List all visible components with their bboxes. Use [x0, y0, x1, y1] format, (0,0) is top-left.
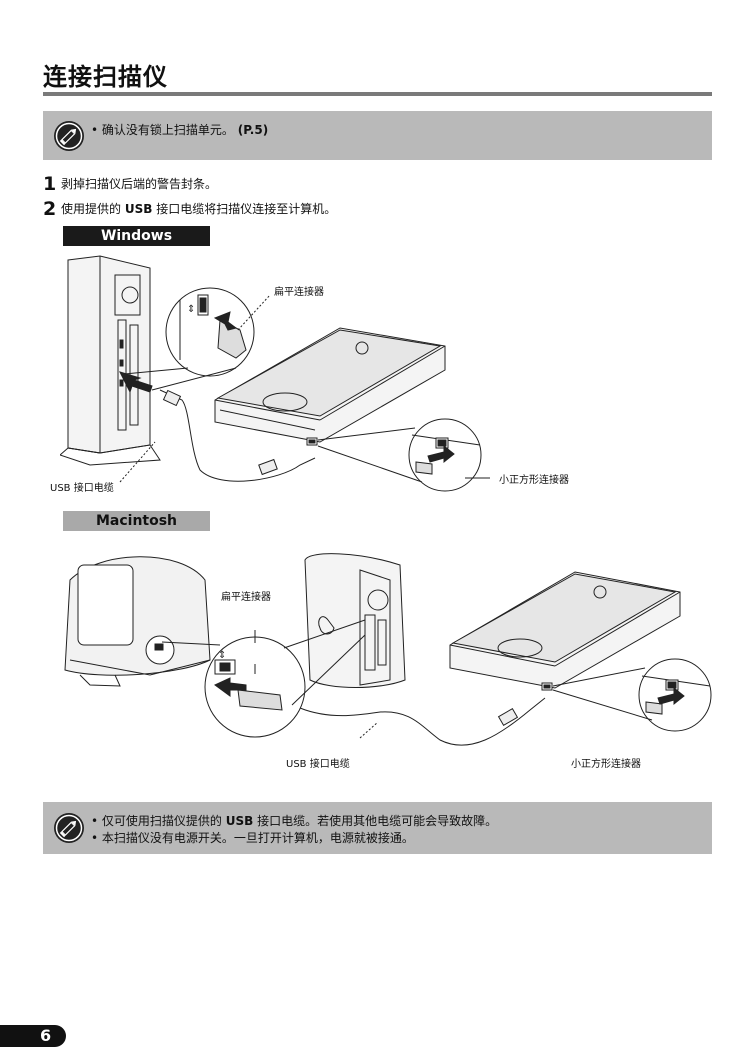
- step-number: 1: [43, 173, 57, 195]
- note-box-bottom: • 仅可使用扫描仪提供的 USB 接口电缆。若使用其他电缆可能会导致故障。 • …: [43, 802, 712, 854]
- flat-connector-zoom-mac: ⇕: [204, 630, 306, 738]
- pencil-note-icon: [54, 813, 84, 843]
- note-line-2: • 本扫描仪没有电源开关。一旦打开计算机，电源就被接通。: [91, 831, 414, 845]
- callout-flat-connector-windows: 扁平连接器: [274, 287, 324, 298]
- step-number: 2: [43, 198, 57, 220]
- callout-square-connector-windows: 小正方形连接器: [499, 475, 569, 486]
- note-box-top: • 确认没有锁上扫描单元。 (P.5): [43, 111, 712, 160]
- macintosh-label: Macintosh: [63, 511, 210, 531]
- imac-illustration: [64, 556, 211, 687]
- title-rule: [43, 92, 712, 96]
- callout-square-connector-mac: 小正方形连接器: [571, 759, 641, 770]
- callout-usb-cable-mac: USB 接口电缆: [286, 759, 350, 770]
- page-number-tab: [0, 1025, 66, 1047]
- power-mac-tower-illustration: [304, 553, 406, 688]
- svg-text:⇕: ⇕: [187, 304, 195, 315]
- svg-text:⇕: ⇕: [218, 650, 226, 661]
- windows-label: Windows: [63, 226, 210, 246]
- windows-connection-illustration: ⇕: [60, 255, 490, 492]
- note-line-1: • 确认没有锁上扫描单元。 (P.5): [91, 123, 269, 137]
- callout-flat-connector-mac: 扁平连接器: [221, 592, 271, 603]
- page-number: 6: [40, 1026, 52, 1045]
- page-reference: (P.5): [237, 123, 269, 137]
- scanner-illustration: [214, 327, 446, 446]
- note-line-1: • 仅可使用扫描仪提供的 USB 接口电缆。若使用其他电缆可能会导致故障。: [91, 814, 498, 828]
- square-connector-zoom-mac: [638, 658, 712, 732]
- step-text: 剥掉扫描仪后端的警告封条。: [61, 177, 218, 191]
- flat-connector-zoom: ⇕: [165, 287, 255, 377]
- page-title: 连接扫描仪: [43, 63, 168, 91]
- step-1: 1 剥掉扫描仪后端的警告封条。: [43, 173, 217, 195]
- callout-usb-cable-windows: USB 接口电缆: [50, 483, 114, 494]
- square-connector-zoom: [408, 418, 482, 492]
- scanner-illustration-mac: [449, 571, 681, 691]
- pc-tower-illustration: [60, 255, 161, 466]
- pencil-note-icon: [54, 121, 84, 151]
- macintosh-connection-illustration: ⇕: [64, 553, 712, 746]
